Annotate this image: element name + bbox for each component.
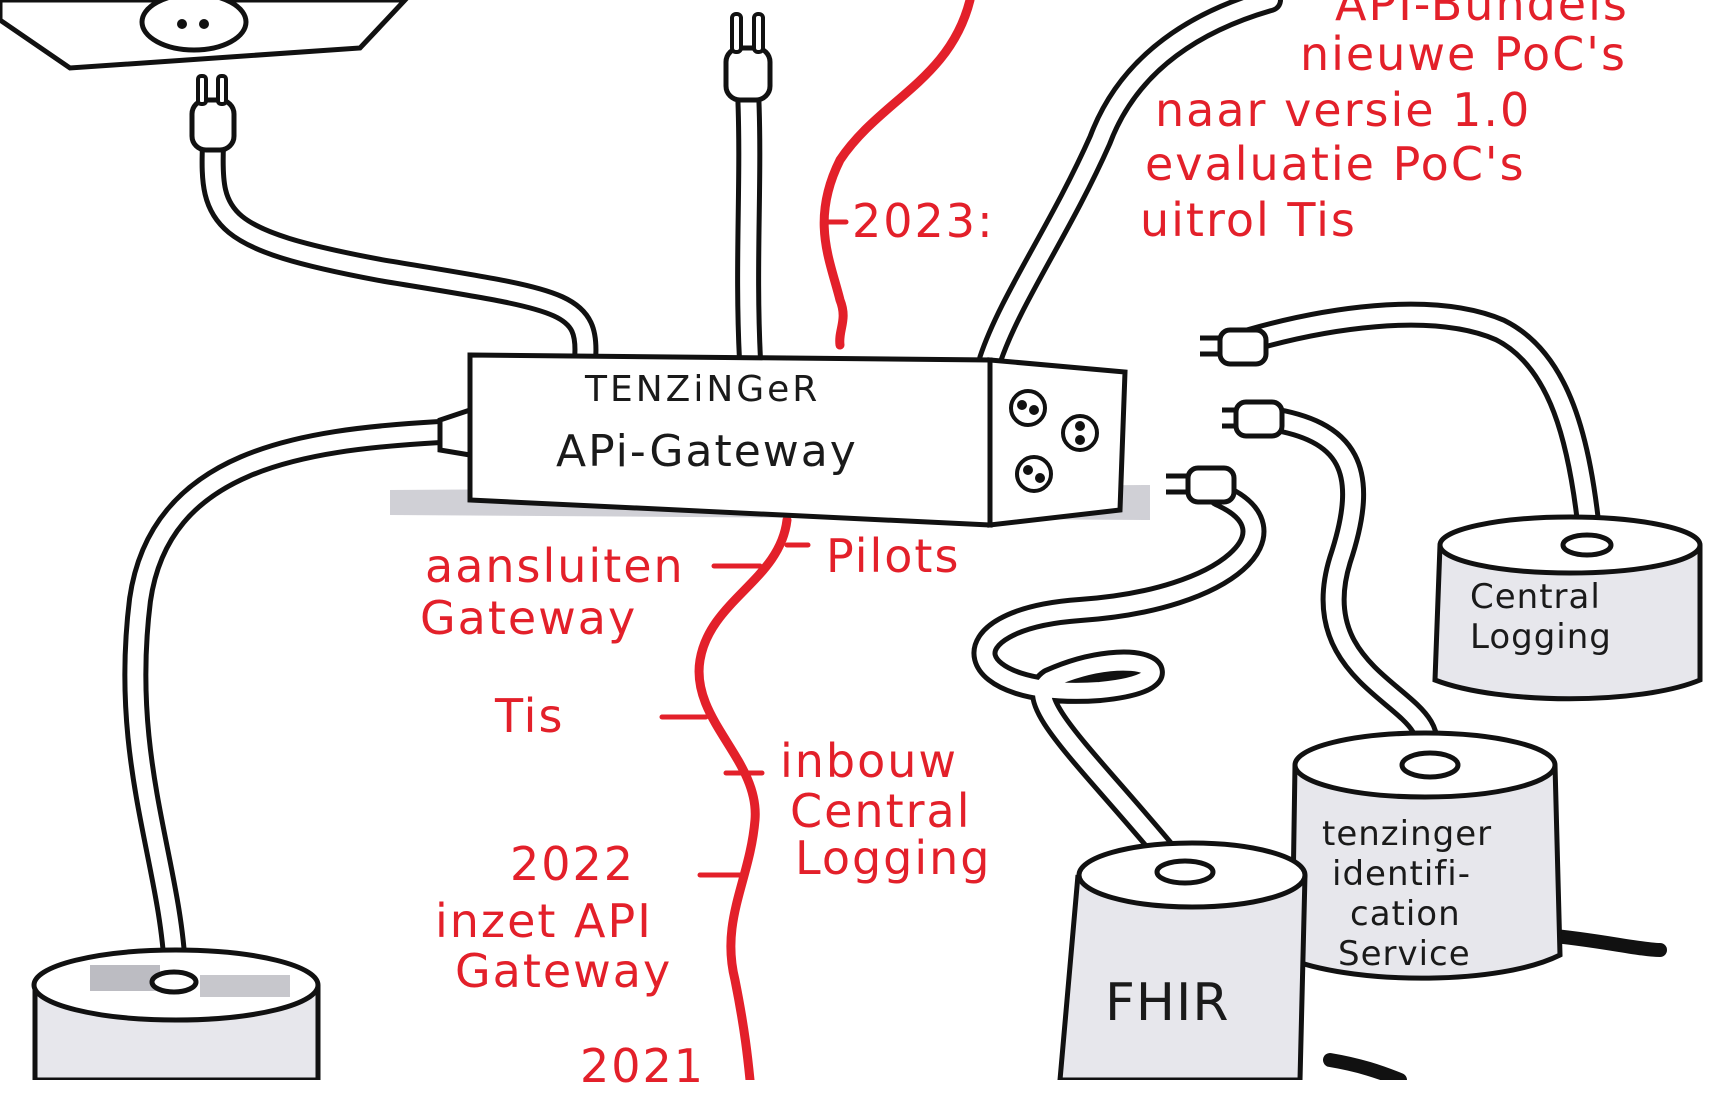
identification-label-line1: tenzinger xyxy=(1322,814,1493,854)
gateway-title: TENZiNGeR xyxy=(585,369,821,410)
central-logging-label-line1: Central xyxy=(1470,577,1601,617)
timeline-2023-item: API-Bundels xyxy=(1335,0,1629,31)
timeline-2023-item: evaluatie PoC's xyxy=(1145,137,1526,191)
timeline-pilots: Pilots xyxy=(826,529,961,583)
power-outlet-icon xyxy=(1009,389,1099,493)
identification-label-line2: identifi- xyxy=(1332,854,1471,894)
identification-label-line4: Service xyxy=(1338,934,1471,974)
fhir-cylinder xyxy=(1057,840,1308,1080)
identification-service-cylinder xyxy=(1289,730,1563,981)
timeline-2023-item: nieuwe PoC's xyxy=(1300,27,1627,81)
plug-icon xyxy=(1166,465,1237,505)
fhir-label: FHIR xyxy=(1105,973,1230,1033)
timeline-tis: Tis xyxy=(495,689,565,743)
timeline-inzet-line2: Gateway xyxy=(455,944,673,998)
timeline-2023-item: naar versie 1.0 xyxy=(1155,83,1532,137)
timeline-year-2023: 2023: xyxy=(852,194,995,248)
gateway-subtitle: APi-Gateway xyxy=(556,426,858,477)
timeline-inbouw-line1: inbouw xyxy=(780,734,959,788)
database-cylinder xyxy=(31,947,321,1080)
timeline-inbouw-line3: Logging xyxy=(795,831,992,885)
timeline-inbouw-line2: Central xyxy=(790,784,972,838)
plug-icon xyxy=(1222,399,1285,439)
plug-icon xyxy=(1200,327,1269,367)
timeline-cable xyxy=(659,0,975,1080)
central-logging-label-line2: Logging xyxy=(1470,617,1612,657)
central-logging-cylinder xyxy=(1432,514,1703,702)
timeline-inzet-line1: inzet API xyxy=(435,894,653,948)
identification-label-line3: cation xyxy=(1350,894,1461,934)
timeline-year-2021: 2021 xyxy=(580,1039,706,1093)
timeline-aansluiten-line1: aansluiten xyxy=(425,539,685,593)
plug-icon xyxy=(723,12,773,103)
plug-icon xyxy=(437,406,473,458)
timeline-2023-item: uitrol Tis xyxy=(1140,193,1357,247)
timeline-aansluiten-line2: Gateway xyxy=(420,591,638,645)
timeline-year-2022: 2022 xyxy=(510,837,636,891)
plug-icon xyxy=(189,74,237,153)
gateway-box xyxy=(390,352,1150,528)
power-cables xyxy=(122,0,1667,1080)
wall-socket xyxy=(0,0,409,71)
